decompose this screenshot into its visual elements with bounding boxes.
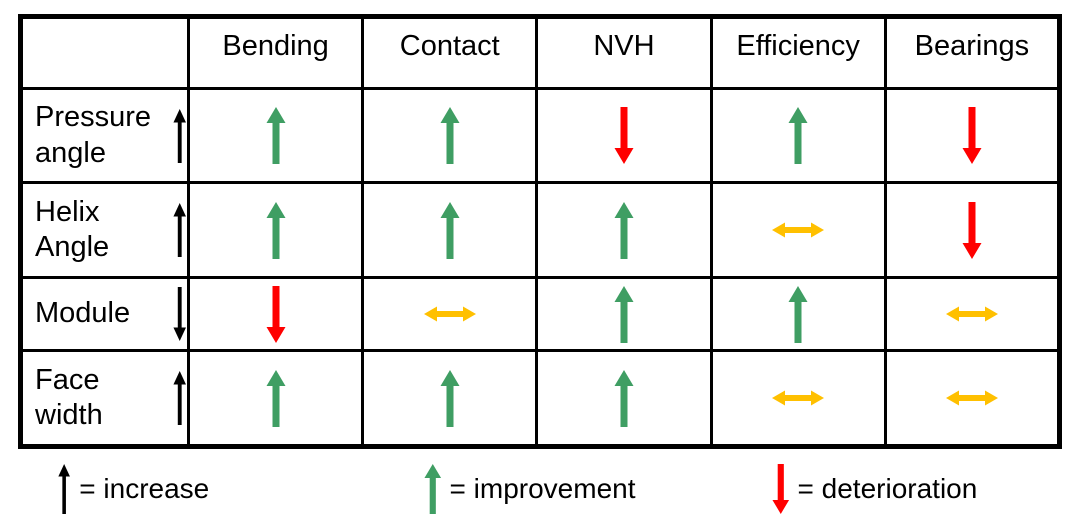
cell-helix-angle-contact — [361, 181, 539, 279]
cell-module-contact — [361, 276, 539, 352]
legend-deterioration: = deterioration — [772, 464, 977, 514]
trend-arrow-icon — [788, 107, 808, 164]
trend-arrow-icon — [266, 107, 286, 164]
cell-face-width-bending — [186, 349, 365, 448]
row-label-text: Pressure angle — [35, 101, 152, 169]
trend-arrow-icon — [266, 201, 286, 259]
column-header-contact: Contact — [361, 15, 539, 90]
trend-arrow-icon — [614, 107, 634, 164]
trend-arrow-icon — [614, 285, 634, 343]
row-face-width: Face width — [19, 349, 1062, 448]
cell-module-bending — [186, 276, 365, 352]
cell-helix-angle-bending — [186, 181, 365, 279]
trend-arrow-icon — [945, 304, 998, 324]
trend-arrow-icon — [440, 369, 460, 427]
trend-arrow-icon — [440, 201, 460, 259]
increase-arrow-icon — [172, 203, 187, 257]
legend-increase-label: = increase — [79, 473, 210, 504]
cell-pressure-angle-efficiency — [709, 87, 887, 184]
cell-module-efficiency — [709, 276, 887, 352]
column-header-nvh: NVH — [535, 15, 713, 90]
corner-cell — [19, 15, 190, 90]
decrease-arrow-icon — [172, 287, 187, 341]
row-label-pressure-angle: Pressure angle — [19, 87, 190, 184]
cell-module-bearings — [883, 276, 1062, 352]
cell-pressure-angle-nvh — [535, 87, 713, 184]
row-module: Module — [19, 276, 1062, 352]
row-label-face-width: Face width — [19, 349, 190, 448]
trend-arrow-icon — [614, 369, 634, 427]
row-label-helix-angle: Helix Angle — [19, 181, 190, 279]
row-label-text: Module — [35, 297, 131, 330]
trend-arrow-icon — [614, 201, 634, 259]
cell-helix-angle-nvh — [535, 181, 713, 279]
row-label-text: Face width — [35, 363, 103, 431]
cell-face-width-contact — [361, 349, 539, 448]
column-header-efficiency: Efficiency — [709, 15, 887, 90]
row-helix-angle: Helix Angle — [19, 181, 1062, 279]
trend-arrow-icon — [962, 201, 982, 259]
cell-helix-angle-efficiency — [709, 181, 887, 279]
cell-face-width-nvh — [535, 349, 713, 448]
row-label-text: Helix Angle — [35, 195, 110, 263]
column-header-bending: Bending — [186, 15, 365, 90]
tradeoff-matrix-table: Bending Contact NVH Efficiency Bearings … — [18, 14, 1062, 449]
cell-pressure-angle-bearings — [883, 87, 1062, 184]
cell-face-width-efficiency — [709, 349, 887, 448]
trend-arrow-icon — [266, 285, 286, 343]
increase-arrow-icon — [172, 108, 187, 163]
increase-arrow-icon — [57, 464, 71, 514]
column-header-bearings: Bearings — [883, 15, 1062, 90]
cell-pressure-angle-bending — [186, 87, 365, 184]
increase-arrow-icon — [172, 371, 187, 425]
legend-improvement-label: = improvement — [449, 473, 636, 504]
legend: = increase = improvement = deterioration — [0, 458, 1080, 529]
row-label-module: Module — [19, 276, 190, 352]
cell-face-width-bearings — [883, 349, 1062, 448]
trend-arrow-icon — [440, 107, 460, 164]
trend-arrow-icon — [945, 388, 998, 408]
deterioration-arrow-icon — [772, 464, 790, 514]
cell-helix-angle-bearings — [883, 181, 1062, 279]
trend-arrow-icon — [423, 304, 476, 324]
trend-arrow-icon — [772, 220, 825, 240]
trend-arrow-icon — [962, 107, 982, 164]
trend-arrow-icon — [772, 388, 825, 408]
row-pressure-angle: Pressure angle — [19, 87, 1062, 184]
improvement-arrow-icon — [424, 464, 442, 514]
trend-arrow-icon — [266, 369, 286, 427]
cell-pressure-angle-contact — [361, 87, 539, 184]
header-row: Bending Contact NVH Efficiency Bearings — [19, 15, 1062, 90]
legend-deterioration-label: = deterioration — [797, 473, 978, 504]
legend-improvement: = improvement — [424, 464, 636, 514]
cell-module-nvh — [535, 276, 713, 352]
trend-arrow-icon — [788, 285, 808, 343]
legend-increase: = increase — [57, 464, 209, 514]
